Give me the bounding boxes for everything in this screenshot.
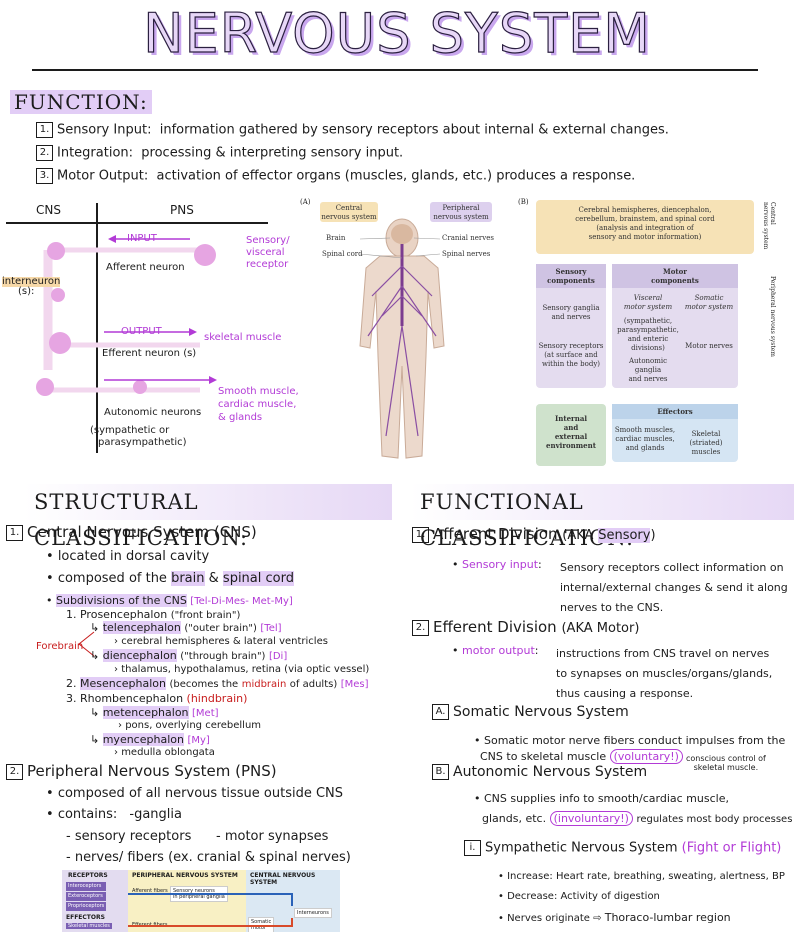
double-arrow-icon: ⇨	[593, 913, 602, 924]
peripheral-side-label: Peripheral nervous system	[769, 276, 776, 357]
cns-bullet-2: • composed of the brain & spinal cord	[46, 571, 294, 586]
neuron-cell-6	[51, 288, 65, 302]
mini-receptors-label: RECEPTORS	[68, 872, 108, 879]
neuron-cell-5	[133, 380, 147, 394]
pns-contains-2: - sensory receptors	[66, 829, 192, 844]
autonomic-desc-1: • CNS supplies info to smooth/cardiac mu…	[474, 792, 729, 805]
pns-title: 2.Peripheral Nervous System (PNS)	[6, 762, 277, 780]
mini-cns-label: CENTRAL NERVOUS SYSTEM	[250, 872, 316, 886]
neuron-diagram: CNS PNS INPUT Sensory/ visceral receptor…	[0, 195, 299, 460]
smooth-muscle-label: Smooth muscle, cardiac muscle, & glands	[218, 386, 299, 423]
neuron-cell-4	[36, 378, 54, 396]
structural-heading: STRUCTURAL CLASSIFICATION:	[24, 484, 392, 550]
input-label: INPUT	[127, 233, 157, 244]
autonomic-type-label: (sympathetic or parasympathetic)	[90, 425, 187, 448]
myencephalon: ↳ myencephalon [My]	[90, 733, 210, 746]
metencephalon-sub: › pons, overlying cerebellum	[118, 720, 262, 731]
somatic-desc-1: • Somatic motor nerve fibers conduct imp…	[474, 734, 786, 747]
cns-bullet-3: • Subdivisions of the CNS [Tel-Di-Mes- M…	[46, 594, 293, 607]
forebrain-bracket	[78, 631, 95, 657]
afferent-neuron-label: Afferent neuron	[106, 262, 185, 273]
pns-label: PNS	[170, 203, 194, 217]
cns-bullet-1: • located in dorsal cavity	[46, 549, 210, 564]
spinal-cord-label: Spinal cord	[322, 250, 363, 258]
sensory-input-label: • Sensory input:	[452, 558, 542, 571]
cns-label: CNS	[36, 203, 61, 217]
neuron-cell-3	[49, 332, 71, 354]
autonomic-neurons-label: Autonomic neurons	[104, 407, 202, 418]
pns-bullet-1: • composed of all nervous tissue outside…	[46, 786, 344, 801]
rhombencephalon: 3. Rhombencephalon (hindbrain)	[66, 692, 248, 705]
brain-label: Brain	[326, 234, 346, 242]
cns-box: Cerebral hemispheres, diencephalon,cereb…	[536, 200, 754, 254]
autonomic-desc-2: glands, etc. (involuntary!) regulates mo…	[482, 811, 793, 826]
neuron-diagram-svg	[6, 203, 268, 453]
sympathetic-ns: i.Sympathetic Nervous System (Fight or F…	[464, 840, 781, 856]
efferent-neuron-label: Efferent neuron (s)	[102, 348, 197, 359]
pns-contains-3: - motor synapses	[216, 829, 329, 844]
sympathetic-decrease: • Decrease: Activity of digestion	[498, 891, 660, 902]
metencephalon: ↳ metencephalon [Met]	[90, 706, 219, 719]
effectors-box: Effectors Smooth muscles,cardiac muscles…	[612, 404, 738, 462]
function-item-2: 2.Integration: processing & interpreting…	[36, 145, 403, 161]
function-heading: FUNCTION:	[10, 90, 152, 114]
efferent-division: 2.Efferent Division (AKA Motor)	[412, 618, 639, 636]
function-item-1: 1.Sensory Input: information gathered by…	[36, 122, 669, 138]
pns-bullet-2: • contains: -ganglia	[46, 807, 182, 822]
figure-a-label: (A)	[300, 198, 311, 206]
sensory-receptor-label: Sensory/ visceral receptor	[246, 235, 290, 270]
prosencephalon: 1. Prosencephalon ("front brain")	[66, 608, 241, 621]
cns-title: 1.Central Nervous System (CNS)	[6, 523, 257, 541]
central-side-label: Central nervous system	[762, 202, 776, 250]
neuron-cell-2	[194, 244, 216, 266]
figure-b: (B) Cerebral hemispheres, diencephalon,c…	[518, 196, 790, 466]
pns-mini-diagram: RECEPTORS PERIPHERAL NERVOUS SYSTEM CENT…	[62, 870, 340, 932]
sympathetic-increase: • Increase: Heart rate, breathing, sweat…	[498, 871, 785, 882]
motor-output-label: • motor output:	[452, 644, 539, 657]
functional-heading: FUNCTIONAL CLASSIFICATION:	[410, 484, 794, 550]
somatic-ns: A.Somatic Nervous System	[432, 704, 629, 720]
output-label: OUTPUT	[121, 326, 162, 337]
function-heading-text: FUNCTION:	[10, 90, 152, 114]
telencephalon-sub: › cerebral hemispheres & lateral ventric…	[114, 636, 328, 647]
sympathetic-origin: • Nerves originate ⇨ Thoraco-lumbar regi…	[498, 911, 731, 924]
diencephalon: ↳ diencephalon ("through brain") [Di]	[90, 649, 288, 662]
diencephalon-sub: › thalamus, hypothalamus, retina (via op…	[114, 664, 370, 675]
cranial-nerves-label: Cranial nerves	[442, 234, 494, 242]
autonomic-ns: B.Autonomic Nervous System	[432, 764, 647, 780]
myencephalon-sub: › medulla oblongata	[114, 747, 215, 758]
figure-b-label: (B)	[518, 198, 529, 206]
mini-effectors-label: EFFECTORS	[66, 914, 105, 921]
pns-contains-4: - nerves/ fibers (ex. cranial & spinal n…	[66, 850, 351, 865]
motor-output-desc: instructions from CNS travel on nerves t…	[556, 647, 773, 700]
function-item-3: 3.Motor Output: activation of effector o…	[36, 168, 635, 184]
afferent-division: 1.Afferent Division (AKA Sensory)	[412, 525, 656, 543]
title-underline	[32, 69, 758, 71]
mesencephalon: 2. Mesencephalon (becomes the midbrain o…	[66, 677, 369, 690]
telencephalon: ↳ telencephalon ("outer brain") [Tel]	[90, 621, 282, 634]
spinal-nerves-label: Spinal nerves	[442, 250, 491, 258]
forebrain-label: Forebrain	[36, 641, 84, 652]
neuron-cell-1	[47, 242, 65, 260]
interneuron-label: interneuron (s):	[2, 276, 61, 297]
somatic-desc-2: CNS to skeletal muscle (voluntary!)	[480, 749, 683, 764]
page-title: NERVOUS SYSTEM	[143, 1, 651, 65]
sensory-input-desc: Sensory receptors collect information on…	[560, 561, 788, 614]
body-figure-svg	[320, 202, 492, 459]
skeletal-muscle-label: skeletal muscle	[204, 332, 282, 343]
mini-pns-label: PERIPHERAL NERVOUS SYSTEM	[132, 872, 238, 879]
